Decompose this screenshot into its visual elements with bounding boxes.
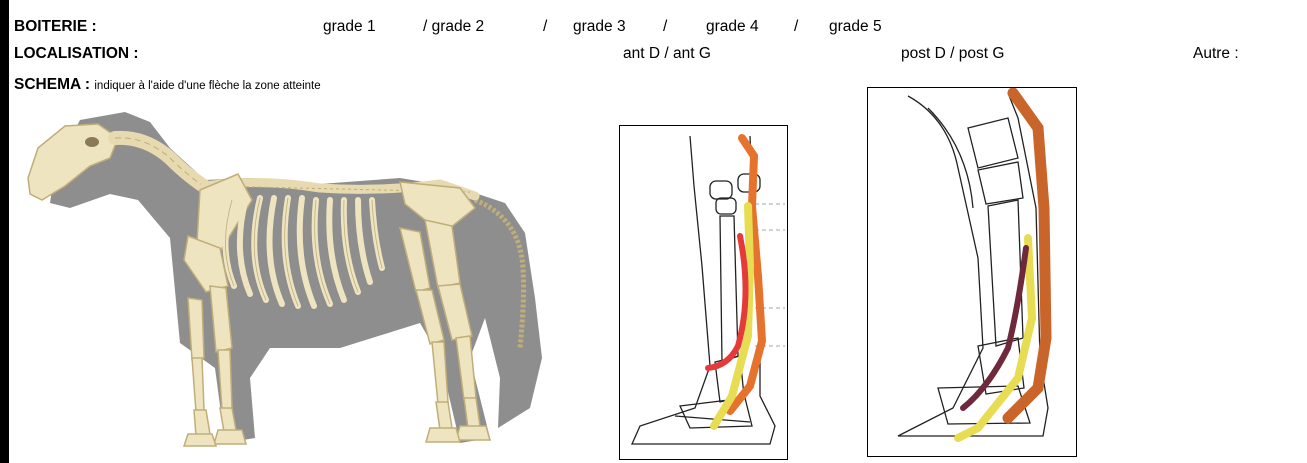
schema-label-text: SCHEMA : (14, 76, 90, 93)
carpal-bone (716, 198, 736, 214)
grade-5-option[interactable]: grade 5 (829, 18, 882, 36)
schema-instruction: indiquer à l'aide d'une flèche la zone a… (94, 80, 320, 92)
other-location-label[interactable]: Autre : (1193, 45, 1239, 63)
grade-separator: / (794, 18, 798, 36)
cannon-bone (720, 216, 738, 362)
grade-separator: / (543, 18, 547, 36)
grade-2-option[interactable]: / grade 2 (423, 18, 484, 36)
hock-bone (968, 118, 1018, 168)
carpal-bone (710, 181, 732, 199)
posterior-options[interactable]: post D / post G (901, 45, 1004, 63)
grade-separator: / (663, 18, 667, 36)
grade-1-option[interactable]: grade 1 (323, 18, 376, 36)
boiterie-label: BOITERIE : (14, 18, 97, 36)
cannon-bone-hind (988, 200, 1023, 346)
grade-3-option[interactable]: grade 3 (573, 18, 626, 36)
hind-limb-tendon-diagram[interactable] (867, 87, 1077, 457)
red-tendon (708, 236, 746, 368)
grade-4-option[interactable]: grade 4 (706, 18, 759, 36)
horse-skeleton-diagram[interactable] (20, 108, 555, 458)
front-limb-tendon-diagram[interactable] (619, 125, 788, 460)
left-border-rule (0, 0, 9, 463)
localisation-label: LOCALISATION : (14, 45, 139, 63)
anterior-options[interactable]: ant D / ant G (623, 45, 711, 63)
schema-label: SCHEMA : indiquer à l'aide d'une flèche … (14, 76, 321, 95)
tarsal-bone (978, 162, 1023, 204)
